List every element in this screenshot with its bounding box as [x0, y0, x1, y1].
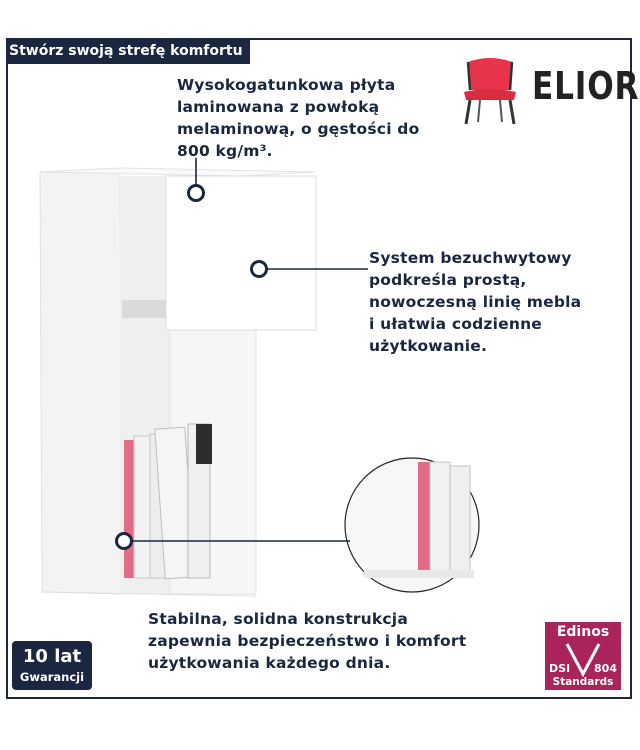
callout-text-line: Stabilna, solidna konstrukcja	[148, 610, 408, 628]
callout-text-line: zapewnia bezpieczeństwo i komfort	[148, 632, 467, 650]
warranty-label: Gwarancji	[19, 670, 85, 684]
callout-text-line: System bezuchwytowy	[369, 249, 572, 267]
zoom-book	[429, 461, 451, 575]
checkmark-icon	[565, 643, 601, 678]
certification-badge: Edinos DSI 804 Standards	[545, 622, 621, 690]
chair-icon	[464, 58, 516, 125]
book	[133, 435, 153, 579]
callout-text-line: melaminową, o gęstości do	[177, 120, 420, 138]
callout-text-line: nowoczesną linię mebla	[369, 293, 582, 311]
callout-handleless: System bezuchwytowy podkreśla prostą, no…	[369, 247, 581, 357]
callout-text-line: użytkowania każdego dnia.	[148, 654, 391, 672]
certification-standards: Standards	[552, 676, 614, 688]
brand-name: ELIOR	[532, 64, 640, 108]
page-title: Stwórz swoją strefę komfortu	[6, 38, 250, 64]
callout-text-line: podkreśla prostą,	[369, 271, 527, 289]
callout-text-line: 800 kg/m³.	[177, 142, 273, 160]
callout-text-line: Wysokogatunkowa płyta	[177, 76, 396, 94]
callout-material: Wysokogatunkowa płyta laminowana z powło…	[177, 74, 419, 162]
zoom-shelf	[364, 570, 474, 578]
content-frame	[6, 38, 632, 699]
drawer-front	[165, 175, 317, 331]
certification-title: Edinos	[556, 624, 610, 640]
callout-text-line: laminowana z powłoką	[177, 98, 380, 116]
drawer-runner	[122, 300, 168, 318]
book-top	[196, 424, 212, 464]
zoom-book	[418, 462, 430, 574]
warranty-badge: 10 lat Gwarancji	[12, 641, 92, 690]
shelf-side-panel	[39, 167, 123, 595]
callout-marker-handleless	[250, 260, 268, 278]
callout-marker-stability	[115, 532, 133, 550]
shelf-bottom-edge	[41, 591, 257, 597]
zoom-book	[449, 465, 471, 575]
shelf-top	[39, 167, 317, 177]
callout-text-line: użytkowanie.	[369, 337, 488, 355]
certification-right: 804	[594, 662, 617, 675]
certification-left: DSI	[549, 662, 571, 675]
brand-logo: ELIOR	[456, 56, 638, 126]
callout-text-line: i ułatwia codzienne	[369, 315, 543, 333]
callout-marker-material	[187, 184, 205, 202]
warranty-years: 10 lat	[22, 646, 82, 667]
callout-stability: Stabilna, solidna konstrukcja zapewnia b…	[148, 608, 466, 674]
